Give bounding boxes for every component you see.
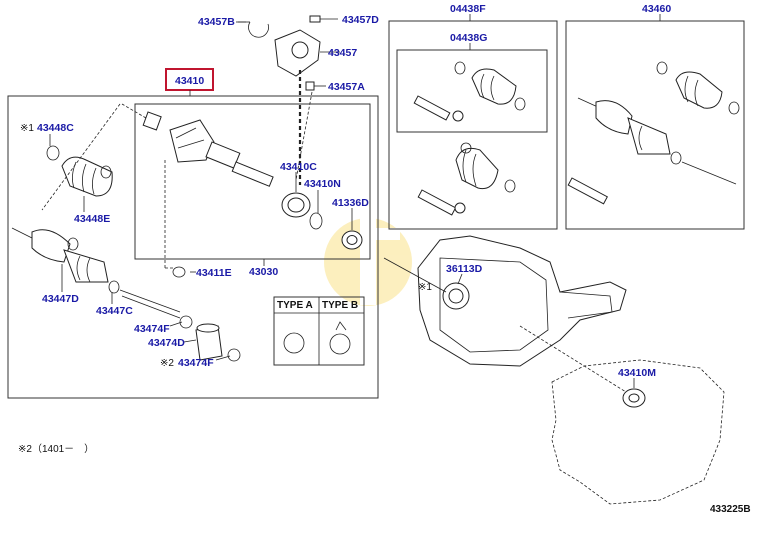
clamp-type-a-icon [283, 332, 305, 354]
watermark-logo [324, 205, 412, 306]
main-assembly-frame [7, 95, 379, 399]
type-b-label: TYPE B [322, 300, 358, 311]
clamp-43447C [108, 280, 120, 294]
label-43474D[interactable]: 43474D [148, 337, 185, 349]
drawing-code: 433225B [710, 504, 751, 515]
footnote-applicability: ※2（1401－ ） [18, 443, 94, 455]
boot-kit-43460-parts [567, 61, 740, 205]
label-43447C[interactable]: 43447C [96, 305, 133, 317]
boot-kit-04438G-parts [413, 61, 526, 122]
label-43474F-top[interactable]: 43474F [134, 323, 170, 335]
bracket-43457 [274, 29, 340, 77]
bolt-43457A [305, 81, 326, 91]
ring-43474F [179, 315, 193, 329]
oil-seal-43410M [622, 388, 646, 408]
label-43457B[interactable]: 43457B [198, 16, 235, 28]
ring-43411E [172, 266, 186, 278]
boot-43448E [61, 156, 113, 197]
boot-kit-frame-04438F [388, 20, 558, 230]
bolt-43457D [309, 15, 338, 23]
type-a-label: TYPE A [277, 300, 313, 311]
oil-seal-41336D [341, 230, 363, 250]
label-04438F[interactable]: 04438F [450, 3, 486, 15]
snap-ring-43457B [238, 21, 269, 38]
label-43410C[interactable]: 43410C [280, 161, 317, 173]
label-43460[interactable]: 43460 [642, 3, 671, 15]
label-04438G[interactable]: 04438G [450, 32, 487, 44]
boot-kit-frame-04438G [396, 49, 548, 133]
boot-kit-frame-43460 [565, 20, 745, 230]
label-43410N[interactable]: 43410N [304, 178, 341, 190]
mark-1-note: ※1 [20, 123, 34, 134]
mark-1-note-right: ※1 [418, 282, 432, 293]
label-43448E[interactable]: 43448E [74, 213, 110, 225]
label-43457A[interactable]: 43457A [328, 81, 365, 93]
differential-housing [383, 235, 627, 393]
mark-2-note: ※2 [160, 358, 174, 369]
transmission-outline [551, 359, 725, 505]
damper-43474D [195, 323, 223, 361]
inboard-joint-43410 [142, 111, 274, 187]
label-43457[interactable]: 43457 [328, 47, 357, 59]
label-41336D[interactable]: 41336D [332, 197, 369, 209]
label-43448C[interactable]: 43448C [37, 122, 74, 134]
inner-assembly-frame [134, 103, 371, 260]
label-43410[interactable]: 43410 [175, 75, 204, 87]
outer-joint-43447D [11, 227, 109, 283]
shaft [119, 289, 181, 319]
snap-ring-43410N [309, 212, 323, 230]
label-43447D[interactable]: 43447D [42, 293, 79, 305]
label-43457D[interactable]: 43457D [342, 14, 379, 26]
ring-43474F-lower [227, 348, 241, 362]
boot-kit-04438F-parts [417, 142, 516, 216]
label-36113D[interactable]: 36113D [446, 263, 483, 275]
label-43474F-bottom[interactable]: 43474F [178, 357, 214, 369]
clamp-type-b-icon [329, 321, 351, 355]
bearing-43410C [281, 192, 311, 218]
label-43410M[interactable]: 43410M [618, 367, 656, 379]
label-43030[interactable]: 43030 [249, 266, 278, 278]
clamp-43448C [46, 145, 112, 179]
highlight-box-43410 [165, 68, 214, 91]
label-43411E[interactable]: 43411E [196, 267, 232, 279]
